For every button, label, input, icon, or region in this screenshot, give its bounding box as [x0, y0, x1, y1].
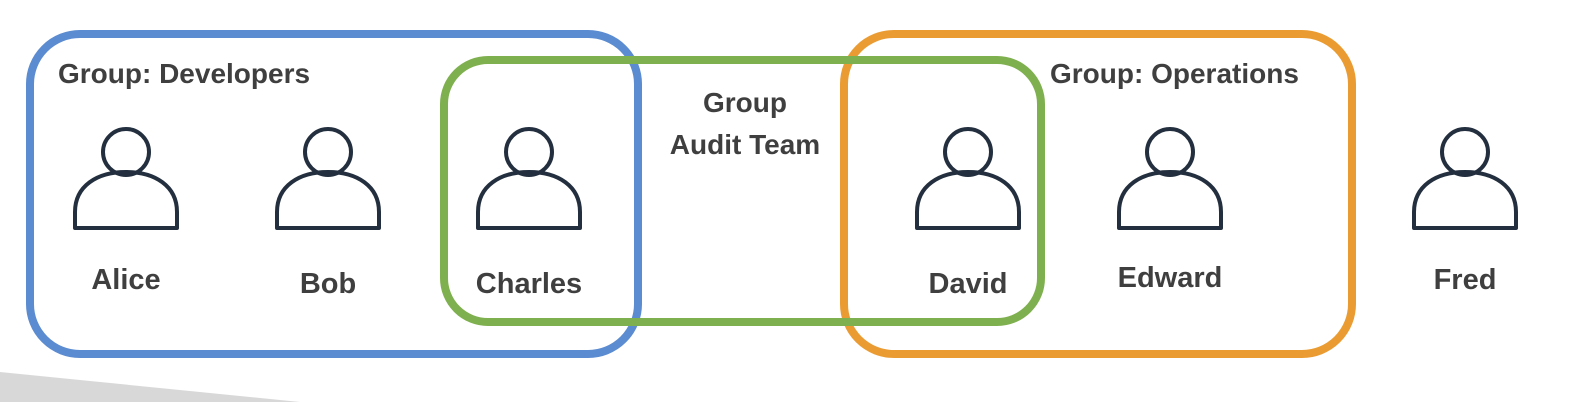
- group-audit-team-label: Group Audit Team: [652, 82, 838, 166]
- audit-label-line1: Group: [703, 87, 787, 118]
- user-icon: [1117, 127, 1223, 230]
- user-david: David: [898, 124, 1038, 301]
- group-developers-box: [26, 30, 642, 358]
- user-name: Fred: [1433, 264, 1497, 296]
- user-icon: [1412, 127, 1518, 230]
- group-developers-label: Group: Developers: [58, 58, 311, 89]
- user-name: Edward: [1117, 262, 1223, 294]
- audit-label-line2: Audit Team: [669, 129, 821, 160]
- user-name: Alice: [91, 264, 161, 296]
- group-operations-label: Group: Operations: [1050, 58, 1299, 89]
- user-icon: [915, 127, 1021, 230]
- user-alice: Alice: [56, 124, 196, 297]
- user-icon: [275, 127, 381, 230]
- user-name: Charles: [475, 268, 583, 300]
- user-bob: Bob: [258, 124, 398, 301]
- user-name: Bob: [299, 268, 357, 300]
- user-edward: Edward: [1100, 124, 1240, 295]
- group-operations-box: [840, 30, 1356, 358]
- user-icon: [476, 127, 582, 230]
- user-charles: Charles: [459, 124, 599, 301]
- user-icon: [73, 127, 179, 230]
- user-name: David: [928, 268, 1008, 300]
- user-fred: Fred: [1395, 124, 1535, 297]
- group-audit-team-box: [440, 56, 1045, 326]
